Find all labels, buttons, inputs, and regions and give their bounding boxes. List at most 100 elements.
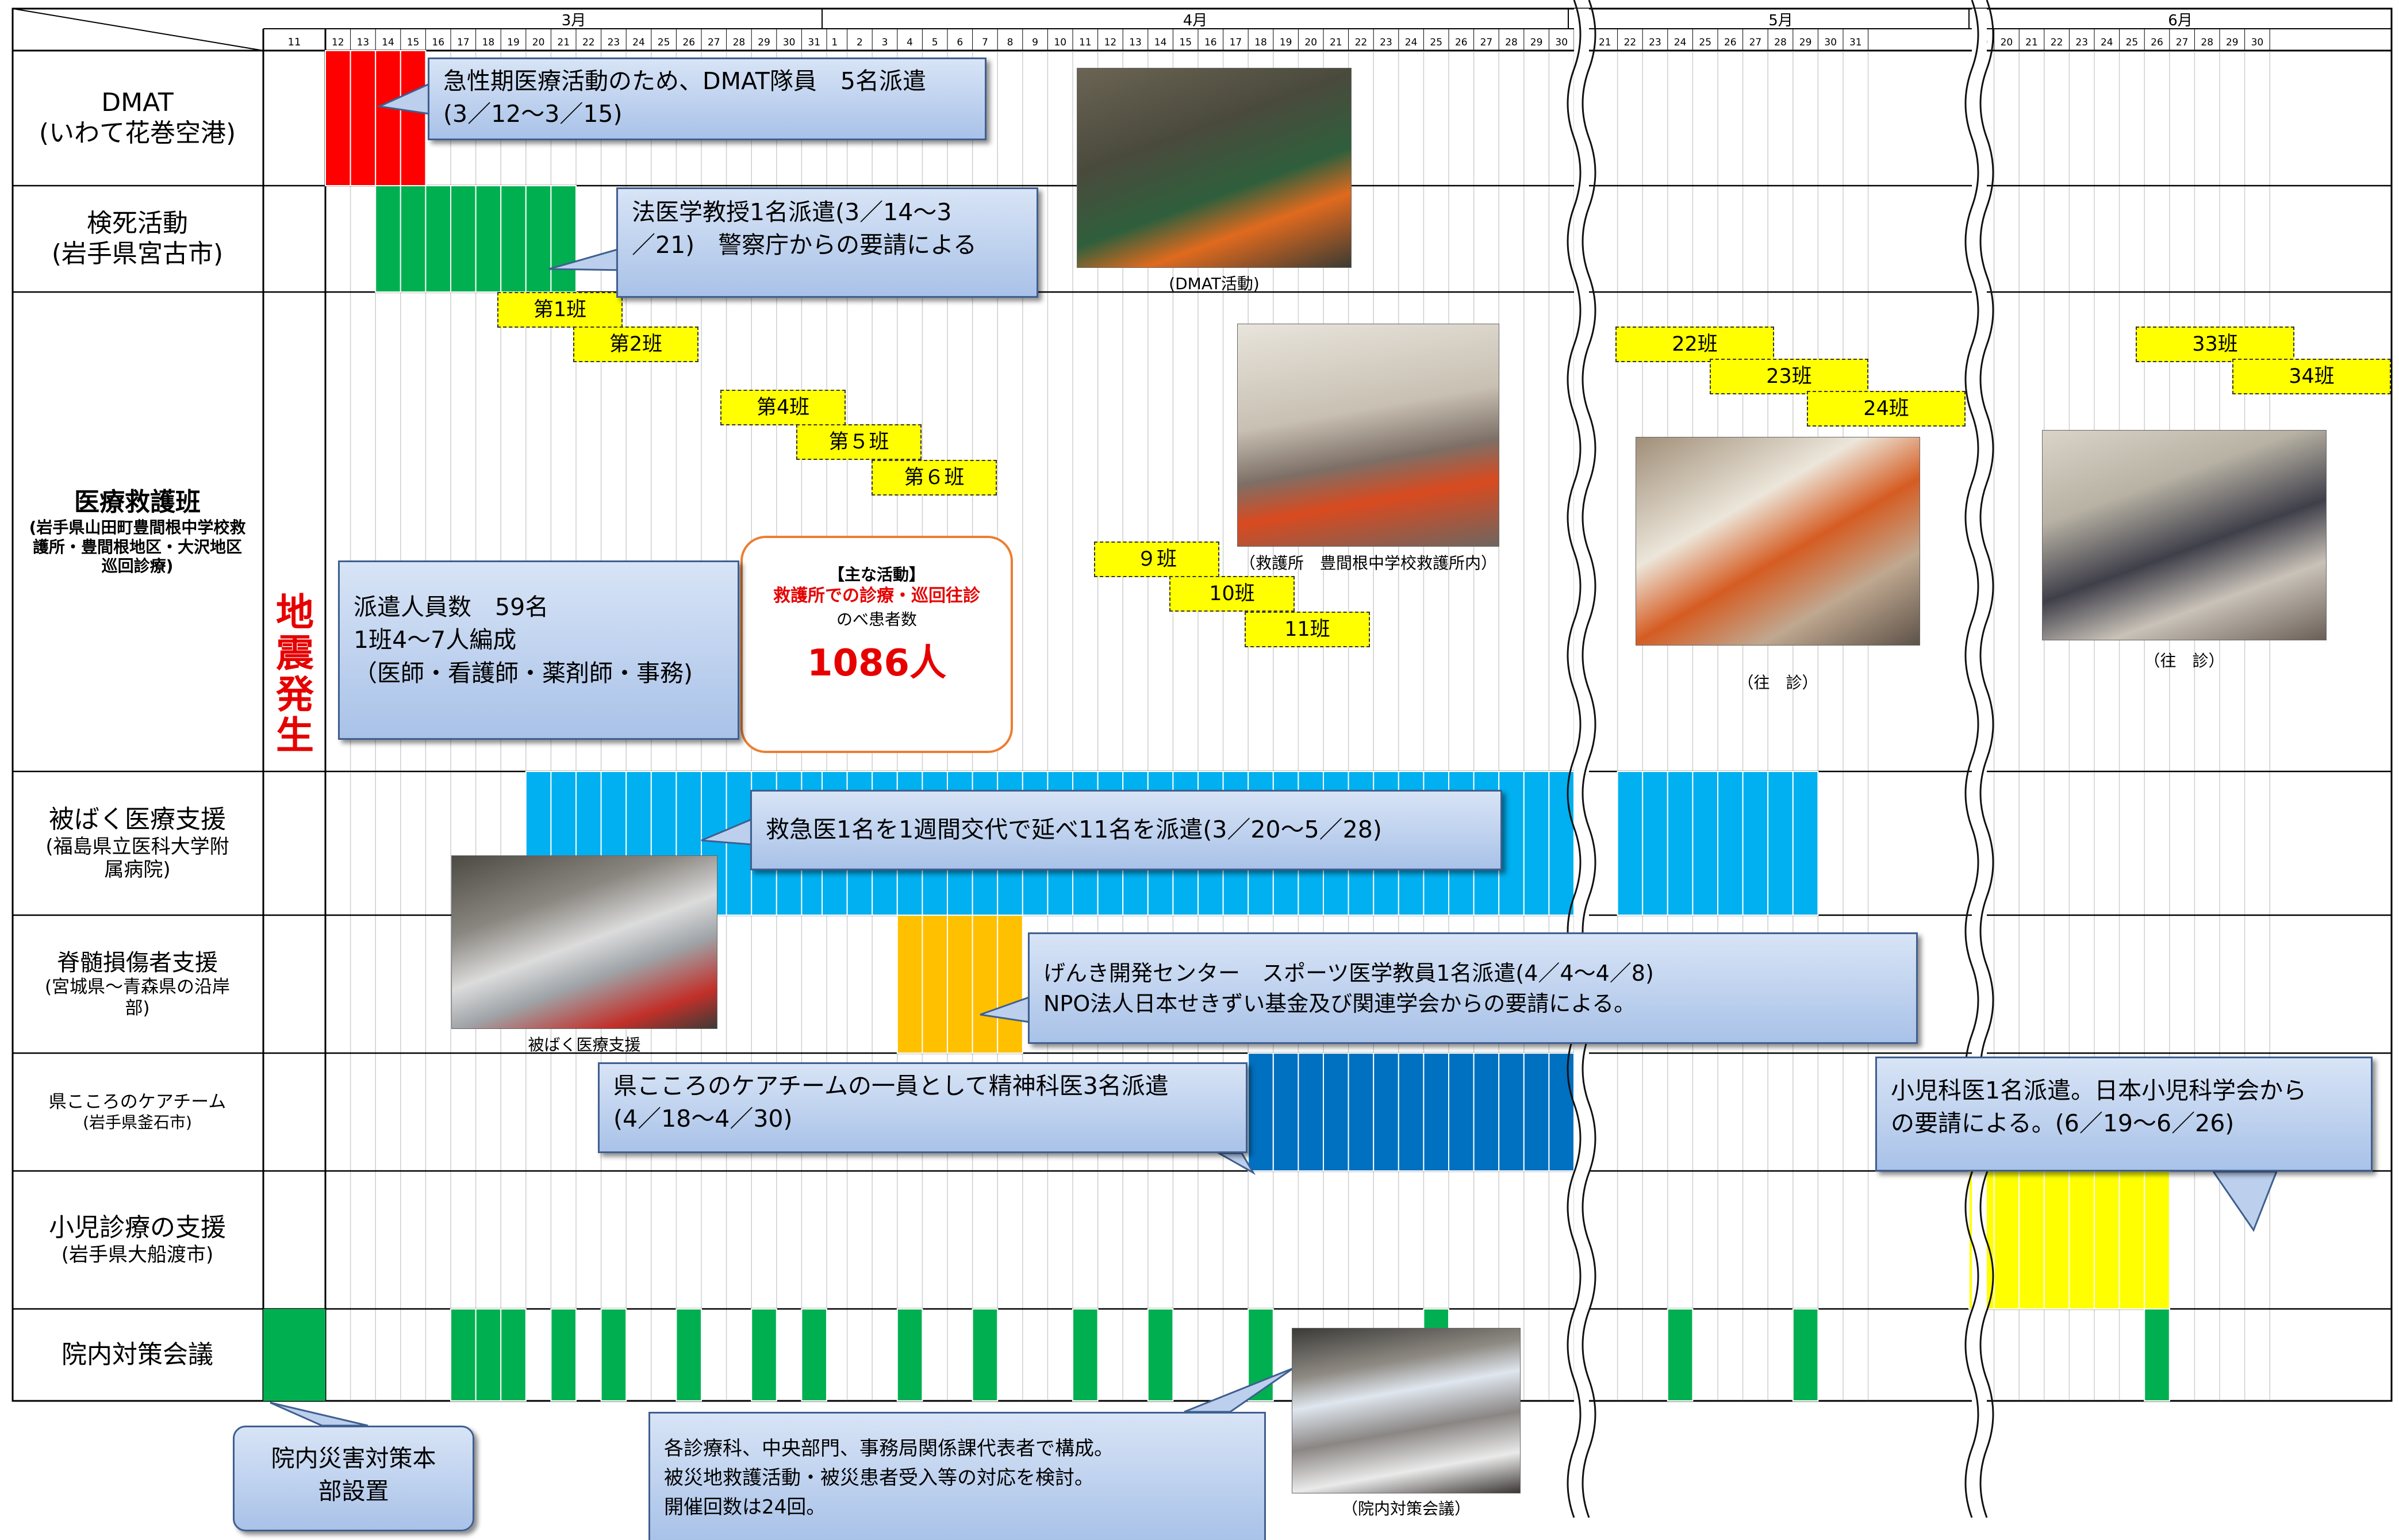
row-sub: (岩手県釜石市): [83, 1113, 192, 1132]
bar-hibaku: [1642, 771, 1668, 916]
callout-line: (3／12～3／15): [443, 100, 623, 128]
bar-kaigi: [972, 1308, 999, 1401]
axis-break-line: [1979, 0, 1994, 1518]
row-label-shoni: 小児診療の支援 (岩手県大船渡市): [14, 1171, 261, 1309]
callout-line: 救急医1名を1週間交代で延べ11名を派遣(3／20～5／28): [766, 816, 1382, 843]
row-label-kaigi: 院内対策会議: [14, 1309, 261, 1401]
bar-kenshi: [500, 185, 527, 293]
bar-kaigi: [801, 1308, 828, 1401]
row-sub: (いわて花巻空港): [39, 118, 236, 148]
callout-pointers: [270, 79, 2278, 1427]
callout-sekizui: げんき開発センター スポーツ医学教員1名派遣(4／4～4／8) NPO法人日本せ…: [1028, 932, 1918, 1044]
team-tag: 24班: [1807, 391, 1966, 427]
day-label: 26: [2151, 37, 2163, 48]
day-label: 7: [982, 37, 988, 48]
callout-pointer: [2212, 1170, 2278, 1232]
bar-shoni: [2068, 1170, 2095, 1309]
day-label: 23: [2075, 37, 2088, 48]
earthquake-label: 地震発生: [276, 590, 314, 758]
day-label: 25: [658, 37, 670, 48]
bar-sekizui: [997, 915, 1023, 1054]
bar-kaigi: [500, 1308, 527, 1401]
callout-line: ／21) 警察庁からの要請による: [632, 231, 977, 259]
day-label: 28: [733, 37, 746, 48]
day-label: 28: [2201, 37, 2213, 48]
bar-shoni: [2144, 1170, 2170, 1309]
callout-line: （医師・看護師・薬剤師・事務): [354, 659, 693, 687]
day-label: 22: [1355, 37, 1368, 48]
day-label: 28: [1774, 37, 1787, 48]
bar-kokoro: [1323, 1053, 1349, 1172]
row-name: 小児診療の支援: [49, 1213, 226, 1243]
bar-kokoro: [1423, 1053, 1449, 1172]
callout-line: 小児科医1名派遣。日本小児科学会から: [1891, 1077, 2307, 1104]
day-label: 23: [1380, 37, 1392, 48]
team-tag: 11班: [1245, 612, 1370, 647]
day-label: 30: [783, 37, 796, 48]
day-label: 12: [1104, 37, 1117, 48]
bar-kenshi: [550, 185, 577, 293]
dmat-photo: [1077, 68, 1352, 268]
day-label: 27: [1749, 37, 1762, 48]
day-label: 22: [2051, 37, 2063, 48]
row-label-dmat: DMAT (いわて花巻空港): [14, 51, 261, 186]
bar-kaigi: [1147, 1308, 1174, 1401]
day-label: 12: [332, 37, 344, 48]
day-label: 6: [957, 37, 963, 48]
day-label: 27: [708, 37, 720, 48]
day-label: 18: [482, 37, 495, 48]
callout-dmat: 急性期医療活動のため、DMAT隊員 5名派遣 (3／12～3／15): [428, 57, 987, 140]
main-activity-box: 【主な活動】 救護所での診療・巡回往診 のべ患者数 1086人: [740, 536, 1013, 753]
bar-hibaku: [1767, 771, 1794, 916]
day-label: 14: [382, 37, 394, 48]
team-tag: 第1班: [497, 292, 623, 328]
callout-line: の要請による。(6／19～6／26): [1891, 1109, 2235, 1138]
bar-shoni: [2043, 1170, 2070, 1309]
day-label: 14: [1154, 37, 1167, 48]
row-label-kenshi: 検死活動 (岩手県宮古市): [14, 186, 261, 292]
dmat-caption: (DMAT活動): [1169, 274, 1260, 293]
bar-shoni: [2018, 1170, 2045, 1309]
bar-kokoro: [1348, 1053, 1375, 1172]
day-label: 19: [1280, 37, 1292, 48]
bar-kokoro: [1272, 1053, 1299, 1172]
oushin-photo-2: [2042, 430, 2327, 640]
kaigi-caption: （院内対策会議）: [1341, 1499, 1471, 1518]
day-label: 27: [1480, 37, 1493, 48]
day-label: 13: [357, 37, 370, 48]
day-label: 4: [907, 37, 913, 48]
bar-kaigi: [896, 1308, 923, 1401]
day-label: 11: [1079, 37, 1092, 48]
row-label-kyugo: 医療救護班 (岩手県山田町豊間根中学校救護所・豊間根地区・大沢地区巡回診療): [14, 292, 261, 771]
kyugo-photo: [1237, 324, 1499, 547]
bar-kaigi: [263, 1309, 325, 1401]
axis-break-line: [1582, 0, 1596, 1518]
day-label: 23: [608, 37, 620, 48]
bar-kenshi: [450, 185, 477, 293]
main-activity-heading: 【主な活動】: [828, 565, 925, 584]
row-name: 院内対策会議: [62, 1339, 213, 1369]
day-label: 25: [1699, 37, 1711, 48]
day-label: 25: [1430, 37, 1442, 48]
day-label: 20: [1304, 37, 1317, 48]
bar-sekizui: [947, 915, 973, 1054]
month-label: 3月: [562, 12, 586, 29]
bar-shoni: [1993, 1170, 2020, 1309]
bar-kokoro: [1473, 1053, 1500, 1172]
hibaku-photo: [451, 855, 717, 1029]
bar-kokoro: [1548, 1053, 1575, 1172]
day-label: 31: [1849, 37, 1862, 48]
day-label: 30: [1824, 37, 1837, 48]
day-label: 5: [932, 37, 938, 48]
bar-kenshi: [400, 185, 427, 293]
bar-hibaku: [1548, 771, 1575, 916]
bar-hibaku: [1792, 771, 1819, 916]
day-label: 29: [1799, 37, 1812, 48]
callout-haken: 派遣人員数 59名 1班4～7人編成 （医師・看護師・薬剤師・事務): [338, 560, 739, 740]
day-label: 21: [2025, 37, 2038, 48]
bar-kaigi: [550, 1308, 577, 1401]
callout-shoni: 小児科医1名派遣。日本小児科学会から の要請による。(6／19～6／26): [1875, 1057, 2373, 1172]
row-name: DMAT: [101, 87, 174, 117]
callout-line: 部設置: [318, 1477, 389, 1506]
